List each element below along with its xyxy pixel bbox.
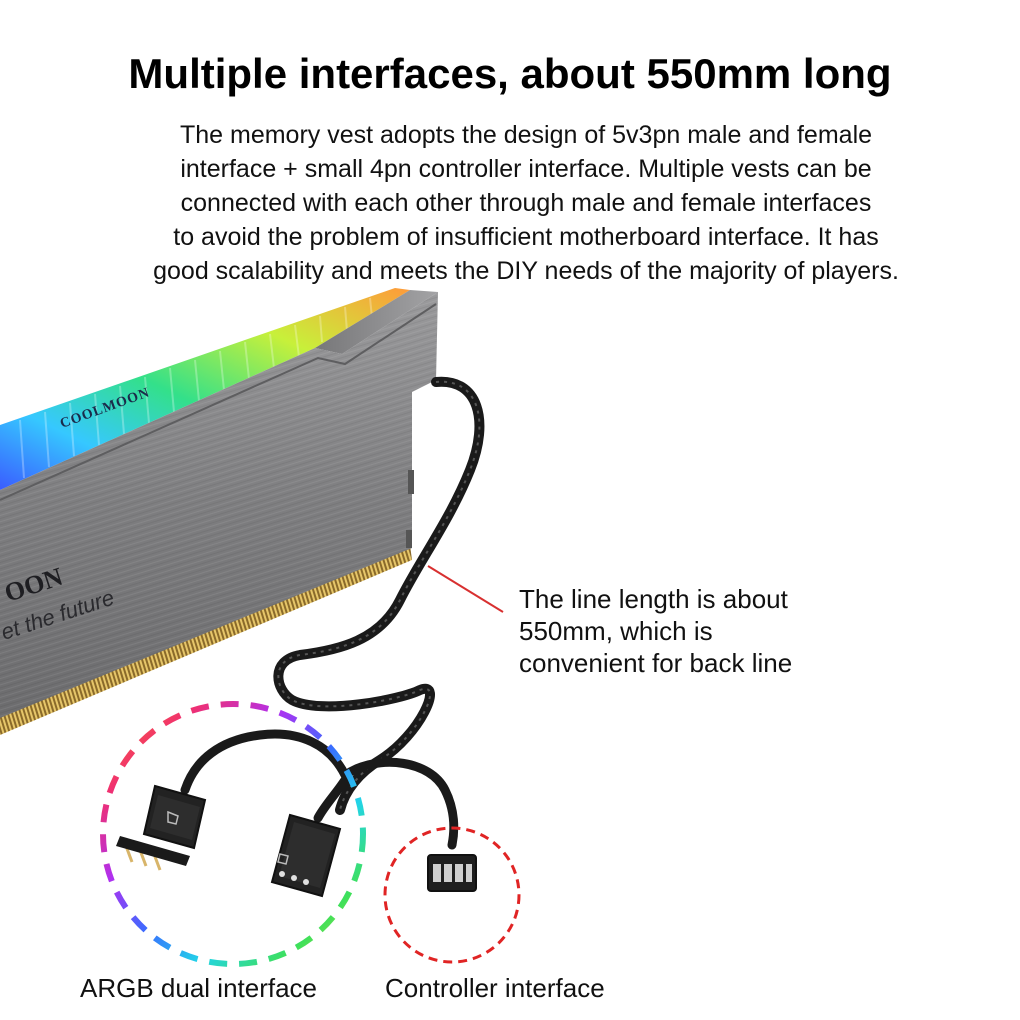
heatsink-ledge	[0, 303, 437, 501]
product-illustration: COOLMOON OON et the future	[0, 288, 521, 967]
heatsink-brush-texture	[0, 292, 438, 718]
callout-line: convenient for back line	[519, 648, 793, 678]
callout-leader-line	[427, 565, 504, 613]
light-bar-ribs	[19, 297, 373, 479]
argb-interface-label: ARGB dual interface	[80, 973, 318, 1003]
description-line: The memory vest adopts the design of 5v3…	[179, 121, 873, 149]
rgb-cable-branch	[313, 775, 350, 823]
description-line: interface + small 4pn controller interfa…	[180, 155, 872, 183]
controller-highlight-circle	[383, 826, 521, 964]
argb-highlight-circle	[100, 701, 366, 967]
rgb-light-bar	[0, 288, 410, 490]
argb-male-connector	[116, 784, 207, 871]
heatsink-notch	[408, 470, 414, 494]
page-title: Multiple interfaces, about 550mm long	[128, 50, 892, 97]
description-line: connected with each other through male a…	[180, 189, 872, 217]
argb-female-connector	[270, 813, 342, 898]
heatsink-top-edge	[315, 290, 438, 354]
description-line: good scalability and meets the DIY needs…	[153, 257, 899, 285]
controller-interface-label: Controller interface	[385, 973, 605, 1003]
rgb-cable-highlight	[277, 380, 481, 811]
heatsink-notch	[406, 530, 412, 548]
description: The memory vest adopts the design of 5v3…	[60, 118, 992, 288]
callout-line: The line length is about	[519, 584, 788, 614]
memory-gold-pins	[0, 545, 412, 735]
controller-connector	[427, 854, 477, 892]
cable-length-callout: The line length is about 550mm, which is…	[519, 583, 879, 679]
description-line: to avoid the problem of insufficient mot…	[173, 223, 879, 251]
callout-line: 550mm, which is	[519, 616, 713, 646]
rgb-cable-branch	[180, 729, 350, 795]
